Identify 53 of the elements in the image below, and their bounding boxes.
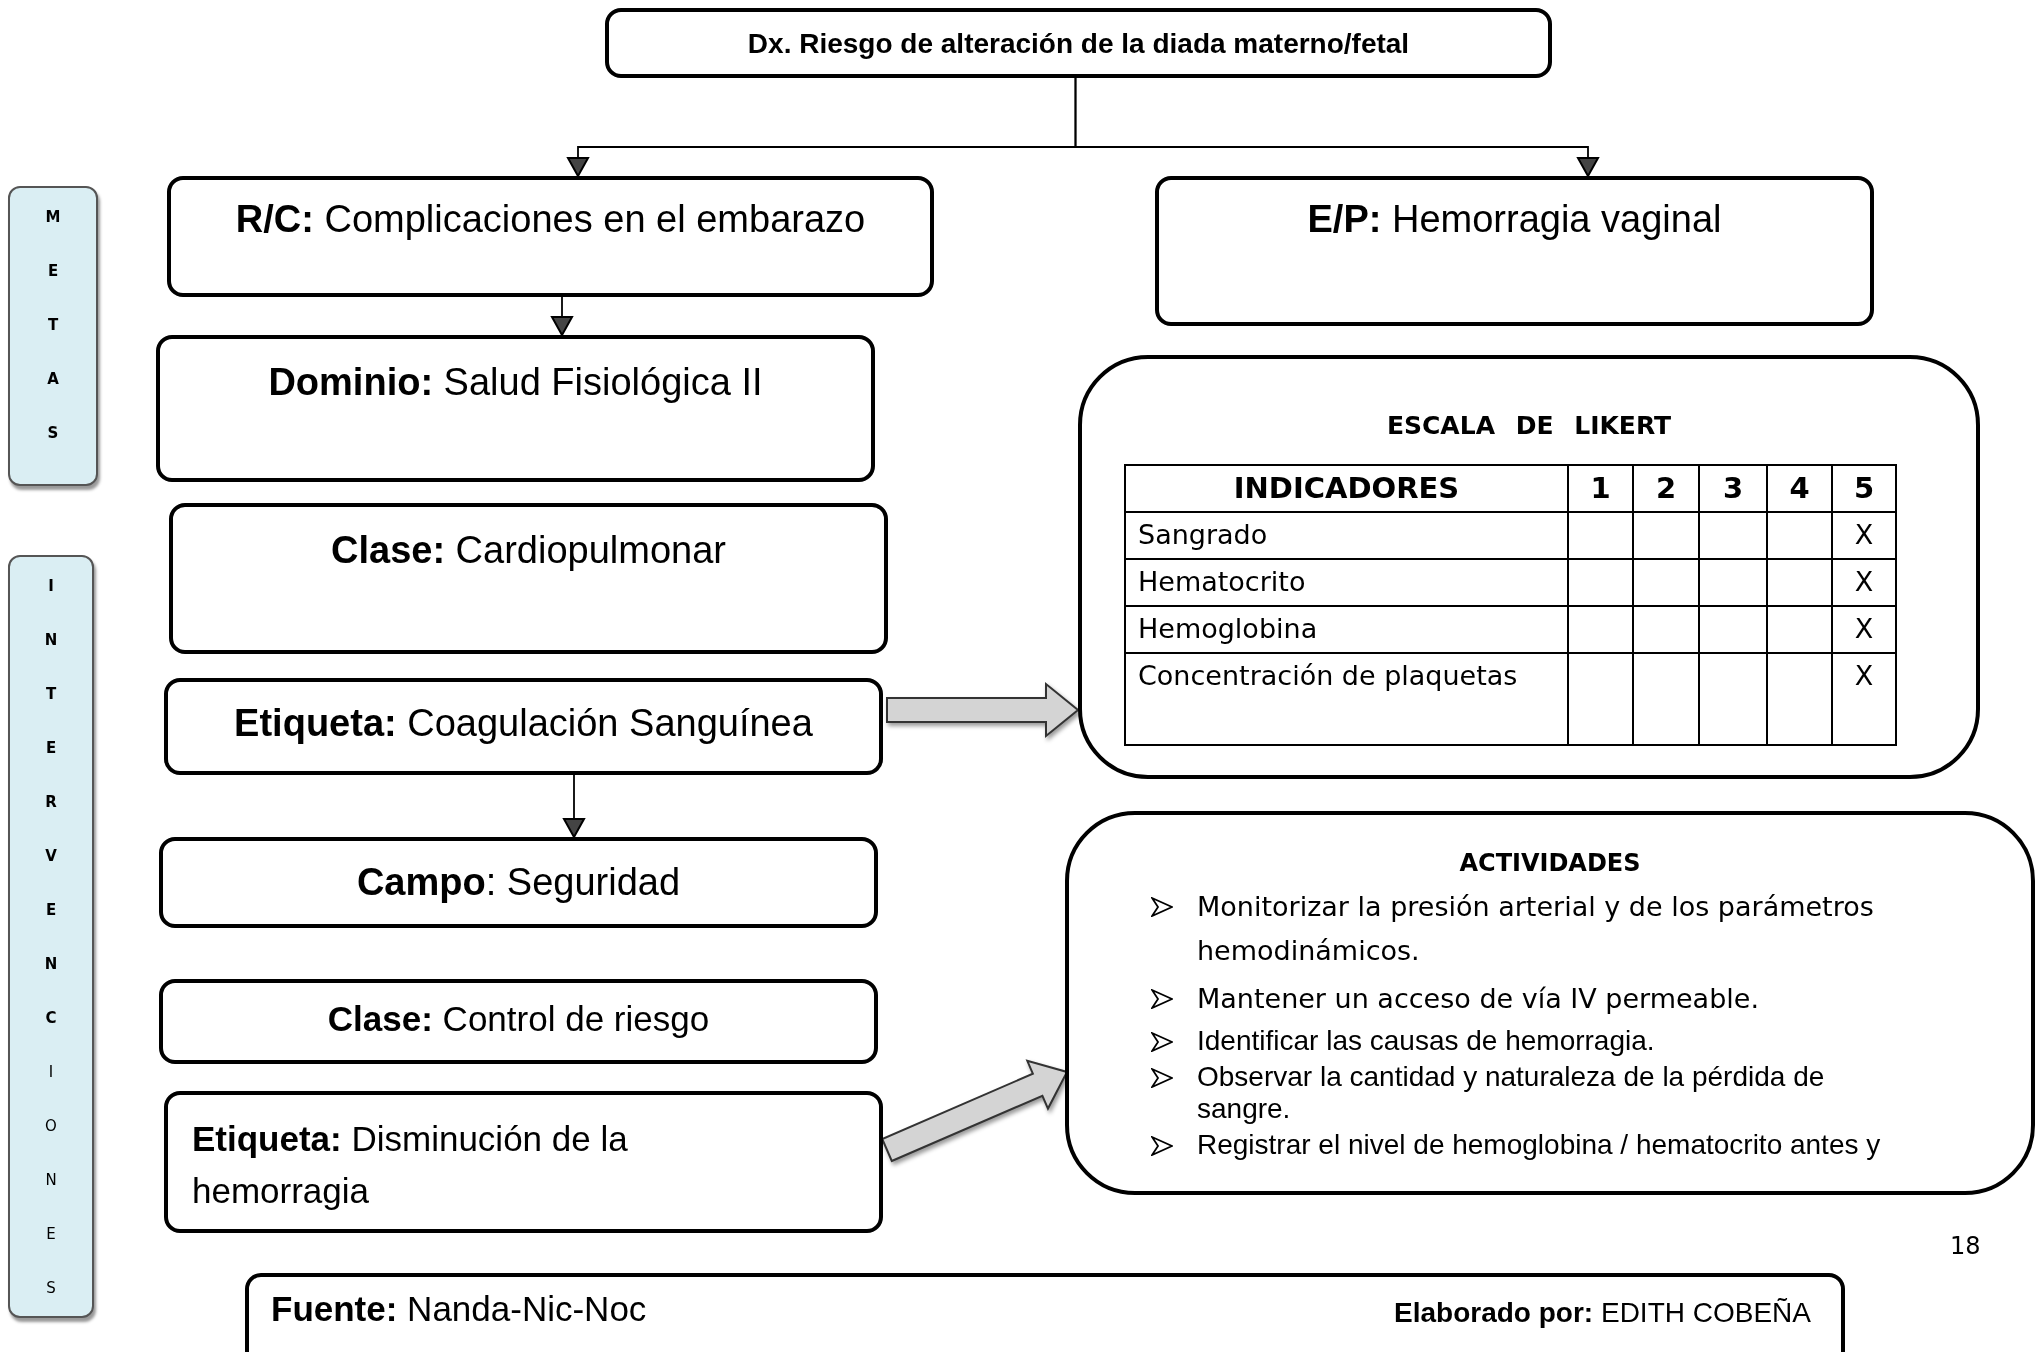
vertical-label: METAS: [45, 207, 61, 444]
table-cell: Concentración de plaquetas: [1125, 653, 1568, 745]
box-text: Dominio: Salud Fisiológica II: [267, 361, 764, 404]
panel-heading: ACTIVIDADES: [1458, 849, 1642, 877]
table-cell: 3: [1699, 465, 1767, 512]
category-box: [1155, 176, 1874, 326]
box-text: Etiqueta: Disminución de la hemorragia: [191, 1118, 629, 1212]
vertical-label: INTERVENCIONES: [43, 576, 59, 1299]
arrow: [551, 296, 573, 336]
box-text: Clase: Control de riesgo: [326, 999, 711, 1039]
category-box: [169, 503, 888, 654]
category-box: [167, 176, 934, 297]
activity-item: Monitorizar la presión arterial y de los parámetros hemodinámicos.: [1197, 890, 1875, 968]
box-text: Etiqueta: Coagulación Sanguínea: [233, 702, 814, 745]
block-arrow: [886, 681, 1080, 739]
table-cell: Hemoglobina: [1125, 606, 1568, 653]
footer-box: [245, 1273, 1845, 1352]
activities-panel: [1065, 811, 2035, 1195]
category-box: [159, 837, 878, 928]
activity-item: Observar la cantidad y naturaleza de la pérdida de sangre.: [1197, 1061, 1826, 1125]
arrow: [1074, 77, 1599, 177]
table-cell: 1: [1568, 465, 1633, 512]
category-box: [164, 1091, 883, 1233]
category-box: [164, 678, 883, 775]
vertical-label-band: [8, 555, 94, 1318]
footer-text: Fuente: Nanda-Nic-Noc: [271, 1289, 647, 1329]
box-text: Campo: Seguridad: [355, 861, 682, 904]
table-cell: 2: [1633, 465, 1699, 512]
box-text: Clase: Cardiopulmonar: [330, 529, 727, 572]
diagnosis-title: Dx. Riesgo de alteración de la diada materno/fetal: [746, 28, 1411, 60]
activity-item: Identificar las causas de hemorragia.: [1197, 1025, 1656, 1057]
table-cell: X: [1832, 559, 1896, 606]
table-cell: X: [1832, 653, 1896, 745]
diagnosis-box: [605, 8, 1552, 78]
table-cell: Hematocrito: [1125, 559, 1568, 606]
vertical-label-band: [8, 186, 98, 486]
page-number: 18: [1950, 1232, 1981, 1260]
table-cell: Sangrado: [1125, 512, 1568, 559]
table-cell: X: [1832, 606, 1896, 653]
arrow: [563, 774, 585, 838]
panel-heading: ESCALA DE LIKERT: [1385, 411, 1673, 440]
rating-scale-panel: [1078, 355, 1980, 779]
category-box: [156, 335, 875, 482]
activity-item: Mantener un acceso de vía IV permeable.: [1197, 982, 1760, 1016]
table-cell: 5: [1832, 465, 1896, 512]
box-text: E/P: Hemorragia vaginal: [1306, 198, 1723, 241]
footer-text: Elaborado por: EDITH COBEÑA: [1394, 1297, 1811, 1329]
category-box: [159, 979, 878, 1064]
table-cell: X: [1832, 512, 1896, 559]
box-text: R/C: Complicaciones en el embarazo: [234, 198, 867, 241]
activity-item: Registrar el nivel de hemoglobina / hematocrito antes y: [1197, 1129, 1882, 1161]
table-cell: INDICADORES: [1125, 465, 1568, 512]
table-cell: 4: [1767, 465, 1832, 512]
